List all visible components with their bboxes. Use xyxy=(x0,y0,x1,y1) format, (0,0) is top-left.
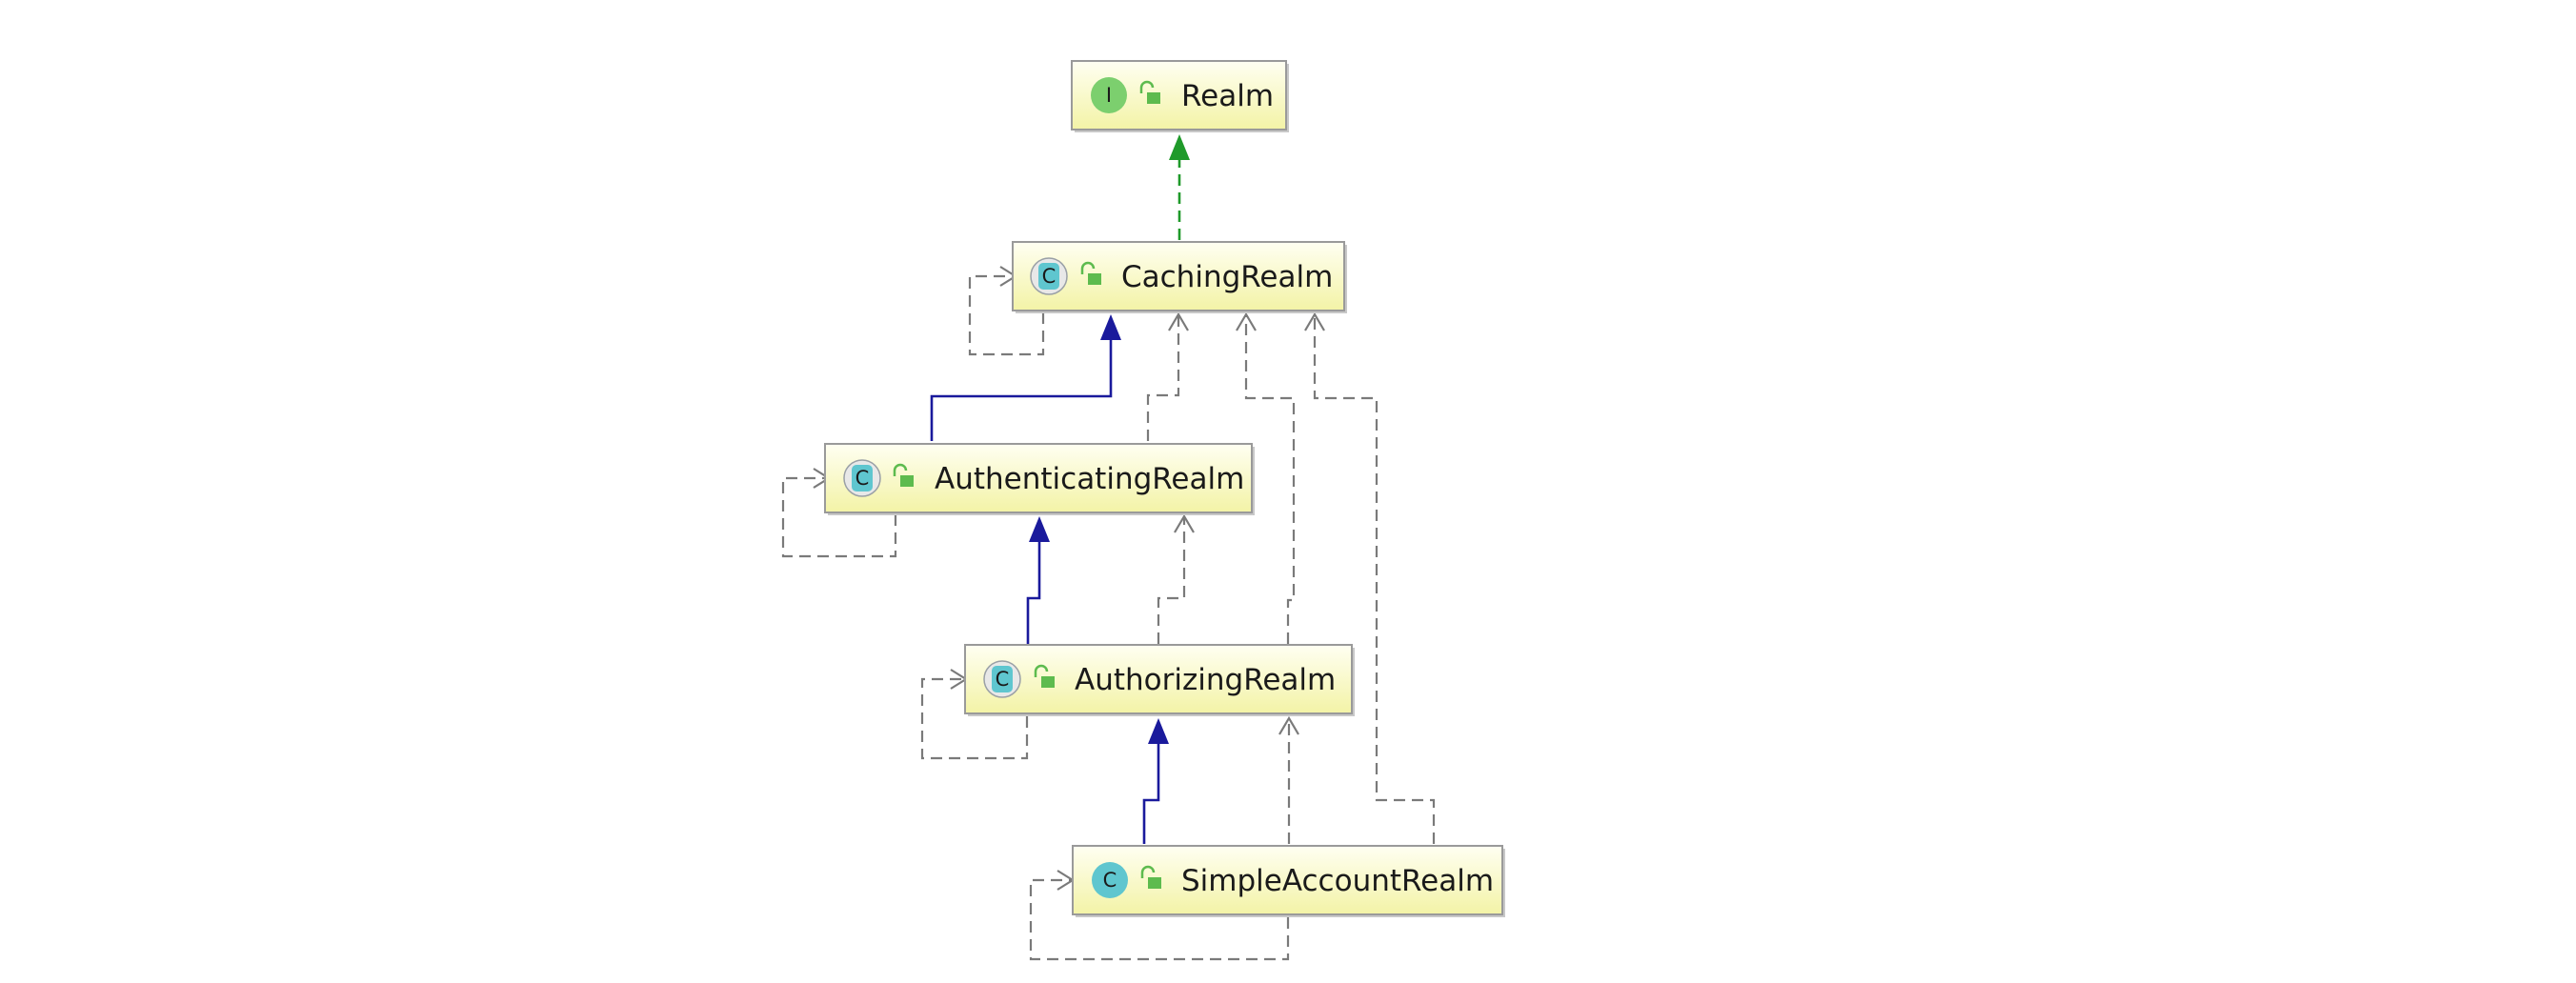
dependency-authorizing-to-caching xyxy=(1244,316,1296,644)
node-box xyxy=(1012,241,1345,311)
arrow-head-extends-caching xyxy=(1100,314,1121,340)
node-label-realm: Realm xyxy=(1181,79,1274,113)
node-box xyxy=(964,644,1353,714)
implements-edges xyxy=(1169,134,1190,240)
node-box xyxy=(824,443,1253,513)
unlocked-icon xyxy=(1139,80,1160,104)
class-badge-letter: C xyxy=(996,668,1010,691)
arrow-head-simpleaccount-to-authorizing xyxy=(1278,715,1299,735)
node-caching-realm[interactable]: C CachingRealm xyxy=(1012,241,1347,313)
node-simple-account-realm[interactable]: C SimpleAccountRealm xyxy=(1072,845,1505,917)
unlocked-icon xyxy=(1140,865,1161,889)
node-box xyxy=(1072,845,1503,915)
extends-edges xyxy=(930,314,1169,844)
node-label-authorizing-realm: AuthorizingRealm xyxy=(1075,663,1336,697)
unlocked-icon xyxy=(893,463,914,487)
interface-badge-letter: I xyxy=(1106,84,1112,107)
arrow-head-authorizing-to-authenticating xyxy=(1174,513,1195,533)
class-badge-letter: C xyxy=(1042,265,1057,288)
node-realm[interactable]: I Realm xyxy=(1071,60,1289,132)
self-dependency-authenticating xyxy=(781,476,897,558)
dependency-authorizing-to-authenticating xyxy=(1157,518,1186,644)
abstract-class-icon: C xyxy=(983,660,1021,698)
arrow-head-authenticating-to-caching xyxy=(1168,311,1189,331)
abstract-class-icon: C xyxy=(843,459,881,497)
self-dependency-authorizing xyxy=(920,677,1029,760)
arrow-head-simpleaccount-to-caching xyxy=(1304,311,1325,331)
arrow-head-extends-authenticating xyxy=(1029,516,1050,542)
self-dependency-simpleaccount xyxy=(1029,878,1290,961)
self-dependency-caching xyxy=(968,274,1045,356)
node-authenticating-realm[interactable]: C AuthenticatingRealm xyxy=(824,443,1255,515)
class-badge-letter: C xyxy=(855,467,870,490)
unlocked-icon xyxy=(1080,261,1101,285)
unlocked-icon xyxy=(1034,664,1055,688)
extends-simpleaccount-to-authorizing xyxy=(1142,742,1160,844)
node-authorizing-realm[interactable]: C AuthorizingRealm xyxy=(964,644,1355,716)
extends-authenticating-to-caching xyxy=(930,338,1113,441)
extends-authorizing-to-authenticating xyxy=(1026,540,1041,644)
arrow-head-extends-authorizing xyxy=(1148,718,1169,744)
arrow-head-implements-realm xyxy=(1169,134,1190,160)
interface-icon: I xyxy=(1091,77,1127,113)
dependency-simpleaccount-to-caching xyxy=(1313,316,1436,844)
dependency-authenticating-to-caching xyxy=(1146,316,1180,441)
abstract-class-icon: C xyxy=(1030,257,1068,295)
node-label-simple-account-realm: SimpleAccountRealm xyxy=(1181,864,1494,898)
node-label-authenticating-realm: AuthenticatingRealm xyxy=(935,462,1244,496)
class-badge-letter: C xyxy=(1103,869,1117,892)
class-icon: C xyxy=(1092,862,1128,898)
arrow-head-authorizing-to-caching xyxy=(1236,311,1257,331)
node-label-caching-realm: CachingRealm xyxy=(1121,260,1333,294)
